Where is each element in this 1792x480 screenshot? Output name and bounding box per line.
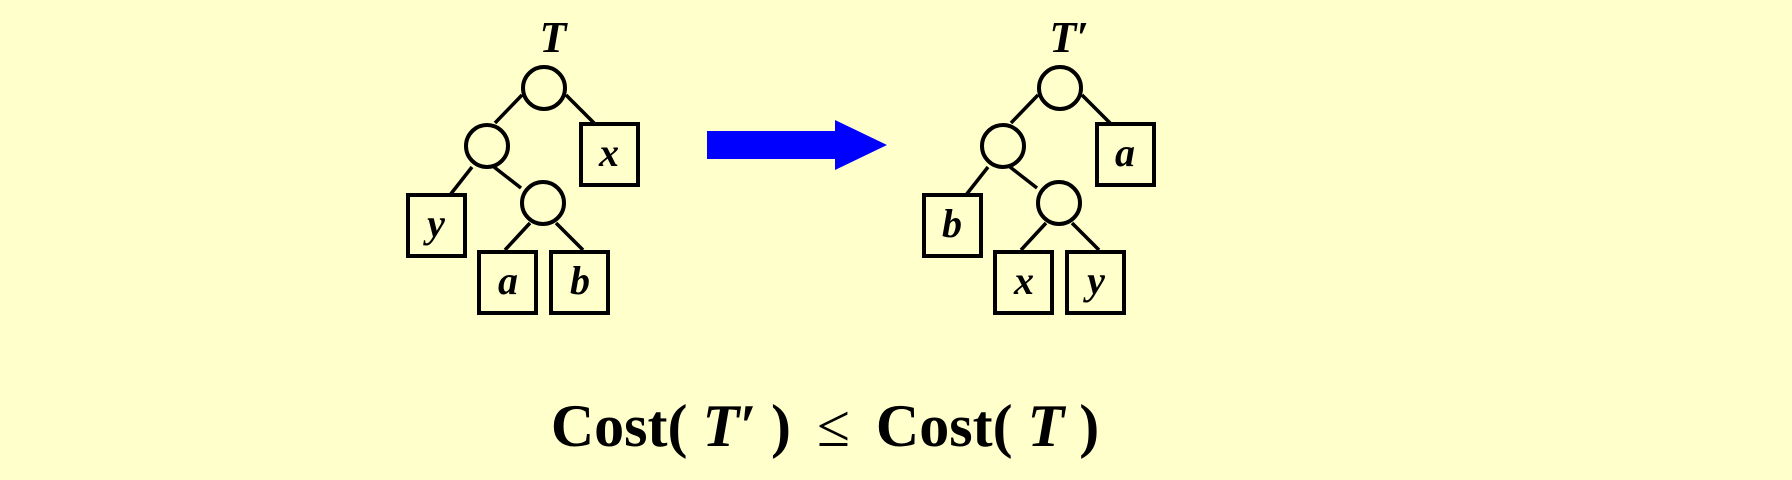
edge: [493, 93, 524, 125]
leaf-node: [922, 193, 983, 258]
rhs-arg: T: [1027, 393, 1065, 459]
internal-node: [520, 180, 566, 226]
leaf-label: b: [942, 201, 962, 246]
leaf-label: y: [423, 201, 445, 246]
cost-inequality: Cost( T′ ) ≤ Cost( T ): [0, 392, 1650, 461]
internal-node: [1036, 180, 1082, 226]
tree-t-prime: T′ a b x y: [922, 13, 1156, 315]
rhs-func: Cost(: [875, 393, 1013, 459]
lhs-func: Cost(: [550, 393, 688, 459]
leaf-label: a: [498, 258, 518, 303]
edge: [503, 221, 532, 252]
right-arrow-icon: [707, 120, 887, 170]
leaf-node: [1095, 122, 1156, 187]
internal-node: [521, 65, 567, 111]
edge: [1008, 165, 1039, 190]
tree-t: T x y a b: [406, 13, 640, 315]
tree-t-prime-title: T′: [1049, 13, 1088, 62]
leaf-node: [993, 250, 1054, 315]
internal-node: [464, 123, 510, 169]
edge: [564, 93, 597, 126]
edge: [448, 165, 474, 197]
leaf-label: x: [598, 130, 619, 175]
edge: [1009, 93, 1040, 125]
tree-t-title: T: [540, 13, 569, 62]
edge: [964, 165, 990, 197]
leaf-label: y: [1083, 258, 1105, 303]
internal-node: [980, 123, 1026, 169]
lhs-close: ): [770, 393, 791, 459]
leaf-label: a: [1115, 130, 1135, 175]
leaf-node: [1065, 250, 1126, 315]
edge: [554, 221, 585, 252]
rhs-close: ): [1079, 393, 1100, 459]
leaf-node: [406, 193, 467, 258]
leaf-label: b: [570, 258, 590, 303]
leaf-node: [477, 250, 538, 315]
edge: [492, 165, 523, 190]
edge: [1070, 221, 1101, 252]
edge: [1080, 93, 1113, 126]
lhs-arg: T′: [702, 393, 756, 459]
leaf-node: [549, 250, 610, 315]
edge: [1019, 221, 1048, 252]
leaf-label: x: [1013, 258, 1034, 303]
relation-symbol: ≤: [816, 393, 850, 459]
leaf-node: [579, 122, 640, 187]
internal-node: [1037, 65, 1083, 111]
